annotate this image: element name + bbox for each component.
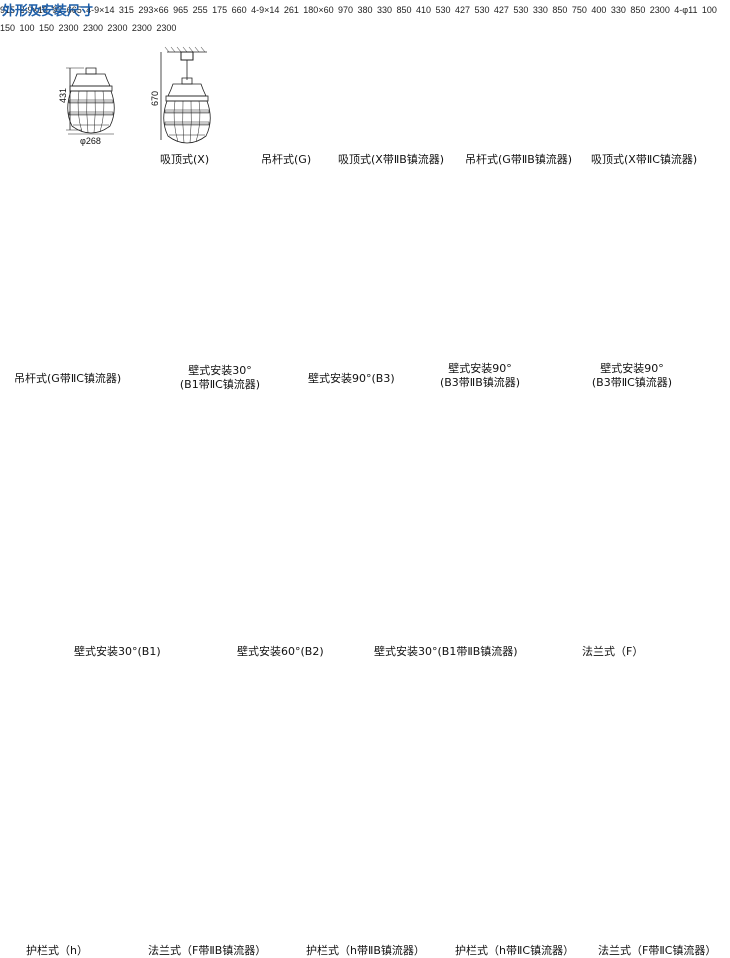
- fig-x-plain: 431 φ268: [58, 67, 115, 146]
- fig-h-b: 2300: [107, 18, 131, 35]
- fig-g-b: 965 255 175: [173, 0, 231, 17]
- dim-2300a: 2300: [649, 5, 670, 15]
- fig-g: 915 2-9×18 92: [0, 0, 67, 17]
- fig-h: 2300: [58, 18, 82, 35]
- dim-330b: 330: [532, 5, 548, 15]
- dim-970: 970: [338, 5, 354, 15]
- dim-2300d: 2300: [107, 23, 128, 33]
- dim-100b: 100: [19, 23, 35, 33]
- label-b1-c-line2: (B1带ⅡC镇流器): [179, 378, 261, 391]
- label-b3-b: 壁式安装90° (B3带ⅡB镇流器): [430, 362, 530, 390]
- label-b3-b-line1: 壁式安装90°: [448, 362, 512, 375]
- label-g: 吊杆式(G): [261, 153, 312, 166]
- fig-b1-b: 400 330 850: [591, 0, 649, 17]
- dim-2300e: 2300: [131, 23, 152, 33]
- dim-427a: 427: [454, 5, 470, 15]
- dim-850c: 850: [630, 5, 646, 15]
- fig-g-c: 970: [338, 0, 357, 17]
- dim-4phi: 4-φ11: [674, 5, 698, 15]
- dim-850b: 850: [552, 5, 568, 15]
- label-b1-b: 壁式安装30°(B1带ⅡB镇流器): [374, 645, 518, 658]
- dim-180: 180×60: [303, 5, 334, 15]
- dim-670: 670: [150, 91, 160, 106]
- label-x: 吸顶式(X): [160, 153, 210, 166]
- dim-915: 915: [0, 5, 16, 15]
- fig-x-b: 665 4-9×14 315 293×66: [67, 0, 173, 17]
- fig-h-c: 2300: [132, 18, 156, 35]
- fig-x-c: 660 4-9×14 261 180×60: [232, 0, 338, 17]
- dim-315: 315: [118, 5, 134, 15]
- fig-f-b: 2300: [83, 18, 107, 35]
- fig-b3: 410 530: [416, 0, 455, 17]
- label-b1: 壁式安装30°(B1): [74, 645, 161, 658]
- dim-427b: 427: [493, 5, 509, 15]
- label-b3-c: 壁式安装90° (B3带ⅡC镇流器): [582, 362, 682, 390]
- fig-f-c: 2300: [156, 18, 176, 35]
- dim-100a: 100: [701, 5, 717, 15]
- dim-255: 255: [192, 5, 208, 15]
- dim-530a: 530: [435, 5, 451, 15]
- label-h-c: 护栏式（h带ⅡC镇流器）: [455, 944, 575, 957]
- dim-410: 410: [415, 5, 432, 15]
- dim-400: 400: [591, 5, 607, 15]
- dim-330a: 330: [377, 5, 393, 15]
- dim-330c: 330: [610, 5, 626, 15]
- fig-x: 670: [150, 46, 211, 144]
- fig-f: 2300 4-φ11 100 150 100 150: [0, 0, 717, 35]
- label-f: 法兰式（F）: [582, 645, 644, 658]
- label-b2: 壁式安装60°(B2): [237, 645, 324, 658]
- dim-965: 965: [173, 5, 189, 15]
- dim-750: 750: [571, 5, 587, 15]
- label-x-b: 吸顶式(X带ⅡB镇流器): [338, 153, 445, 166]
- label-h-b: 护栏式（h带ⅡB镇流器）: [306, 944, 425, 957]
- dim-530b: 530: [474, 5, 490, 15]
- dim-2x18: 2-9×18: [19, 5, 48, 15]
- dim-431: 431: [58, 88, 68, 103]
- label-b1-c-line1: 壁式安装30°: [188, 364, 252, 377]
- fig-b1: 330 850: [533, 0, 572, 17]
- dim-175: 175: [212, 5, 228, 15]
- dim-2300f: 2300: [156, 23, 177, 33]
- dim-4x14a: 4-9×14: [86, 5, 115, 15]
- dim-665: 665: [66, 5, 82, 15]
- dim-150b: 150: [38, 23, 54, 33]
- dim-530c: 530: [513, 5, 529, 15]
- page-title: 外形及安装尺寸: [2, 4, 94, 19]
- dim-293: 293×66: [138, 5, 169, 15]
- label-b3-c-line1: 壁式安装90°: [600, 362, 664, 375]
- label-x-c: 吸顶式(X带ⅡC镇流器): [591, 153, 698, 166]
- label-b3-c-line2: (B3带ⅡC镇流器): [591, 376, 673, 389]
- fig-b3-b: 427 530: [455, 0, 494, 17]
- label-f-c: 法兰式（F带ⅡC镇流器）: [598, 944, 717, 957]
- dim-268: φ268: [80, 136, 101, 146]
- label-g-c: 吊杆式(G带ⅡC镇流器): [14, 372, 122, 385]
- dim-4x14b: 4-9×14: [251, 5, 280, 15]
- dim-2300b: 2300: [58, 23, 79, 33]
- label-b3-b-line2: (B3带ⅡB镇流器): [439, 376, 521, 389]
- fig-b1-c: 380 330 850: [358, 0, 416, 17]
- dim-660: 660: [231, 5, 247, 15]
- dim-261: 261: [283, 5, 299, 15]
- label-f-b: 法兰式（F带ⅡB镇流器）: [148, 944, 267, 957]
- label-g-b: 吊杆式(G带ⅡB镇流器): [465, 153, 573, 166]
- dim-2300c: 2300: [82, 23, 103, 33]
- dim-92: 92: [52, 5, 63, 15]
- label-h: 护栏式（h）: [26, 944, 88, 957]
- label-b3: 壁式安装90°(B3): [308, 372, 395, 385]
- fig-b3-c: 427 530: [494, 0, 533, 17]
- label-b1-c: 壁式安装30° (B1带ⅡC镇流器): [170, 364, 270, 392]
- dim-150a: 150: [0, 23, 16, 33]
- fig-b2: 750: [572, 0, 591, 17]
- dim-850a: 850: [396, 5, 412, 15]
- dim-380: 380: [357, 5, 373, 15]
